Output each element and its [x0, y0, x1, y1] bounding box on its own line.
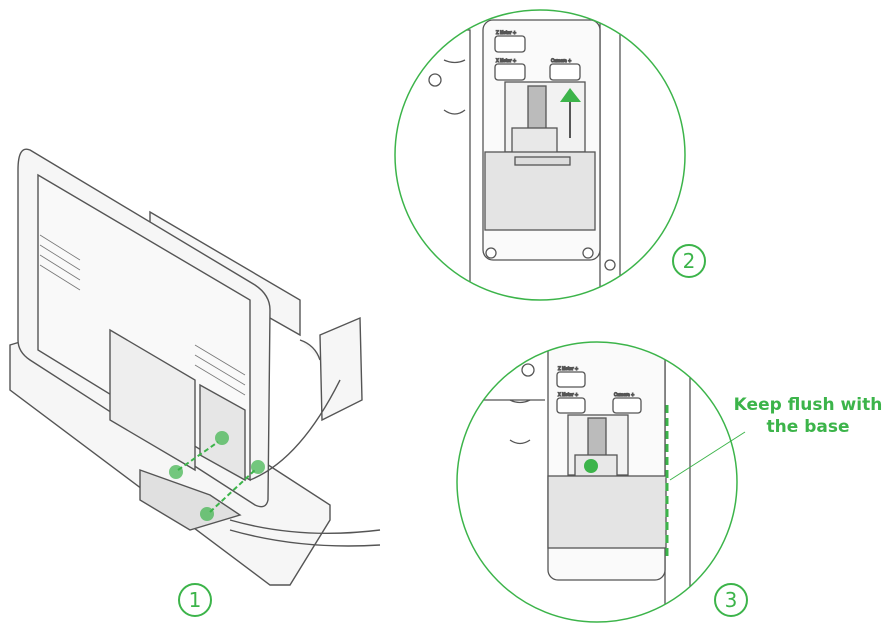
camera-label: Camera + — [551, 58, 571, 63]
z-motor-label: Z Motor + — [496, 30, 516, 35]
camera-label-3: Camera + — [614, 392, 634, 397]
x-motor-label-3: X Motor + — [558, 392, 578, 397]
step-1-badge: 1 — [178, 583, 212, 617]
device-illustration — [9, 148, 381, 586]
step-2-badge: 2 — [672, 244, 706, 278]
callout-line-1: Keep flush with — [733, 395, 883, 415]
step1-green-markers — [169, 431, 265, 521]
step2-detail: Z Motor + X Motor + Camera + — [394, 9, 686, 301]
step-3-badge: 3 — [714, 583, 748, 617]
step3-detail: Z Motor + X Motor + Camera + — [456, 341, 746, 623]
x-motor-label: X Motor + — [496, 58, 516, 63]
callout-line-2: the base — [766, 417, 850, 437]
z-motor-label-3: Z Motor + — [558, 366, 578, 371]
flush-callout: Keep flush with the base — [728, 394, 884, 438]
